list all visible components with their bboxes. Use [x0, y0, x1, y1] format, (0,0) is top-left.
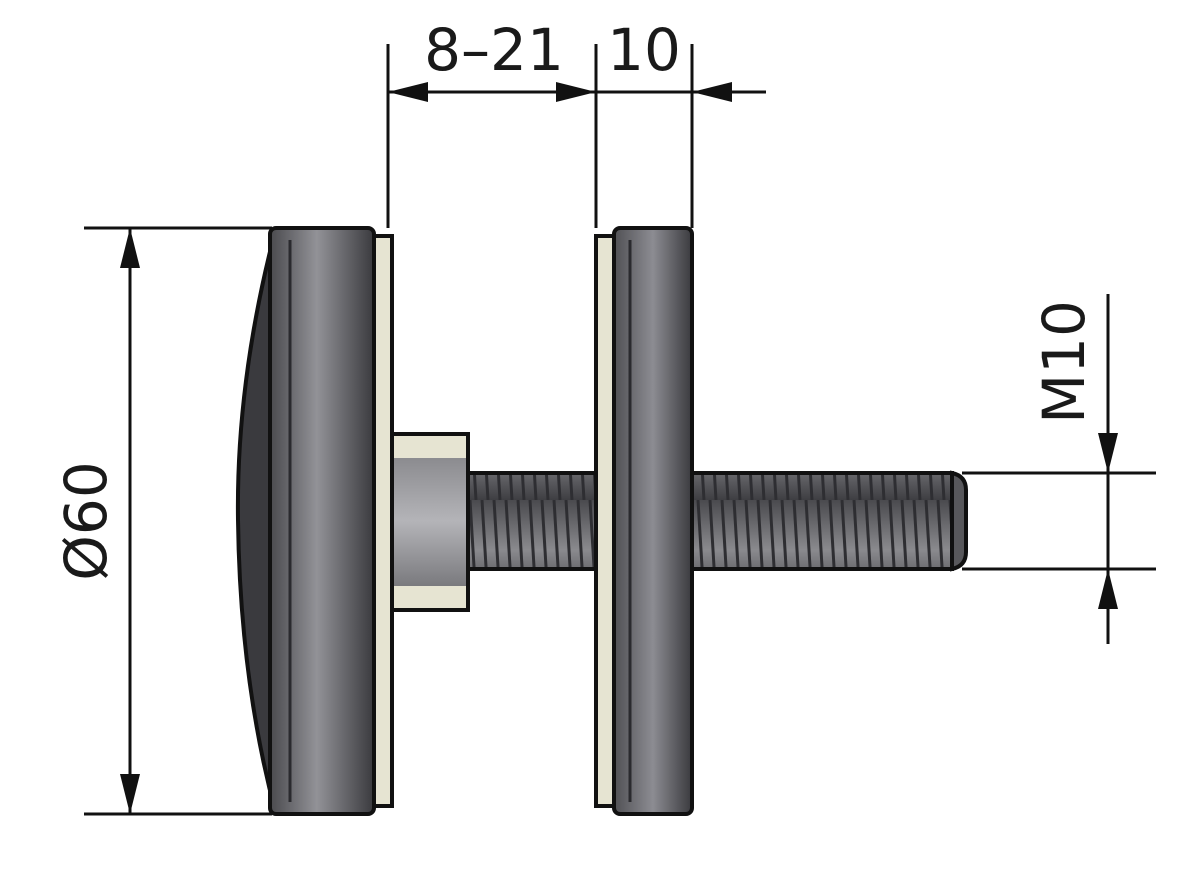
arrowhead-lower [1098, 569, 1118, 609]
diameter-dimension: Ø60 [52, 226, 272, 816]
thread-label: M10 [1030, 300, 1098, 424]
arrowhead-thickness [692, 82, 732, 102]
gap-label: 8–21 [424, 16, 564, 84]
right-washer [594, 234, 616, 808]
bolt-shaft [464, 470, 968, 572]
top-dimension: 8–21 10 [386, 16, 766, 228]
arrowhead-right [556, 82, 596, 102]
right-cap [612, 226, 694, 816]
diameter-label: Ø60 [52, 461, 120, 580]
arrowhead-upper [1098, 433, 1118, 473]
left-washer [372, 234, 394, 808]
arrowhead-top [120, 228, 140, 268]
left-cap [235, 226, 376, 816]
arrowhead-bottom [120, 774, 140, 814]
thread-dimension: M10 [962, 294, 1156, 644]
thickness-label: 10 [607, 16, 681, 84]
arrowhead-left [388, 82, 428, 102]
